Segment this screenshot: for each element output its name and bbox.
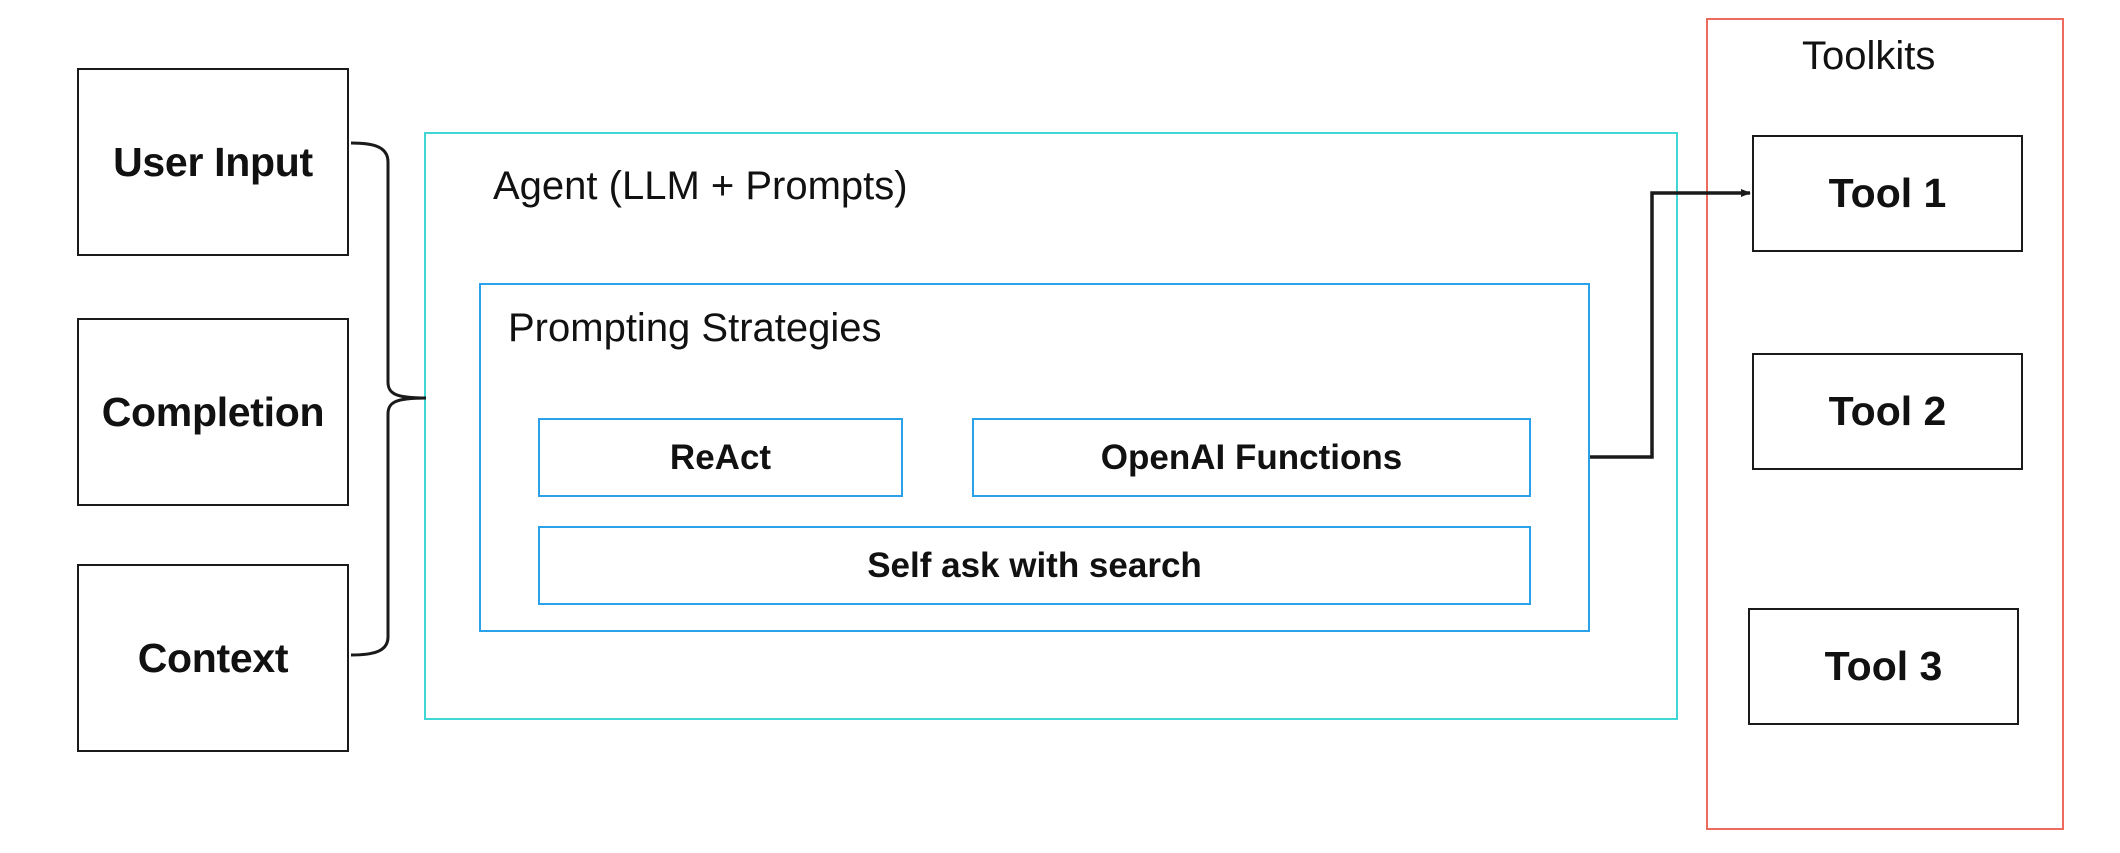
tool-2-label: Tool 2 — [1828, 388, 1947, 434]
curly-brace-icon — [350, 141, 427, 657]
completion-box: Completion — [77, 318, 349, 506]
toolkits-title: Toolkits — [1802, 34, 1936, 78]
strategy-openai-functions: OpenAI Functions — [972, 418, 1531, 497]
context-label: Context — [137, 634, 289, 681]
user-input-box: User Input — [77, 68, 349, 256]
arrow-right-icon — [1590, 189, 1751, 459]
strategy-openai-functions-label: OpenAI Functions — [1100, 437, 1403, 477]
prompting-strategies-title: Prompting Strategies — [508, 306, 882, 350]
tool-3-box: Tool 3 — [1748, 608, 2019, 725]
tool-3-label: Tool 3 — [1824, 643, 1943, 689]
completion-label: Completion — [101, 388, 325, 435]
toolkits-frame — [1706, 18, 2064, 830]
context-box: Context — [77, 564, 349, 752]
tool-1-box: Tool 1 — [1752, 135, 2023, 252]
strategy-react-label: ReAct — [669, 437, 772, 477]
prompting-strategies-frame — [479, 283, 1590, 632]
strategy-self-ask-label: Self ask with search — [867, 545, 1202, 585]
agent-frame — [424, 132, 1678, 720]
user-input-label: User Input — [113, 138, 313, 185]
strategy-self-ask-with-search: Self ask with search — [538, 526, 1531, 605]
agent-title: Agent (LLM + Prompts) — [493, 164, 908, 208]
tool-2-box: Tool 2 — [1752, 353, 2023, 470]
tool-1-label: Tool 1 — [1828, 170, 1947, 216]
strategy-react: ReAct — [538, 418, 903, 497]
